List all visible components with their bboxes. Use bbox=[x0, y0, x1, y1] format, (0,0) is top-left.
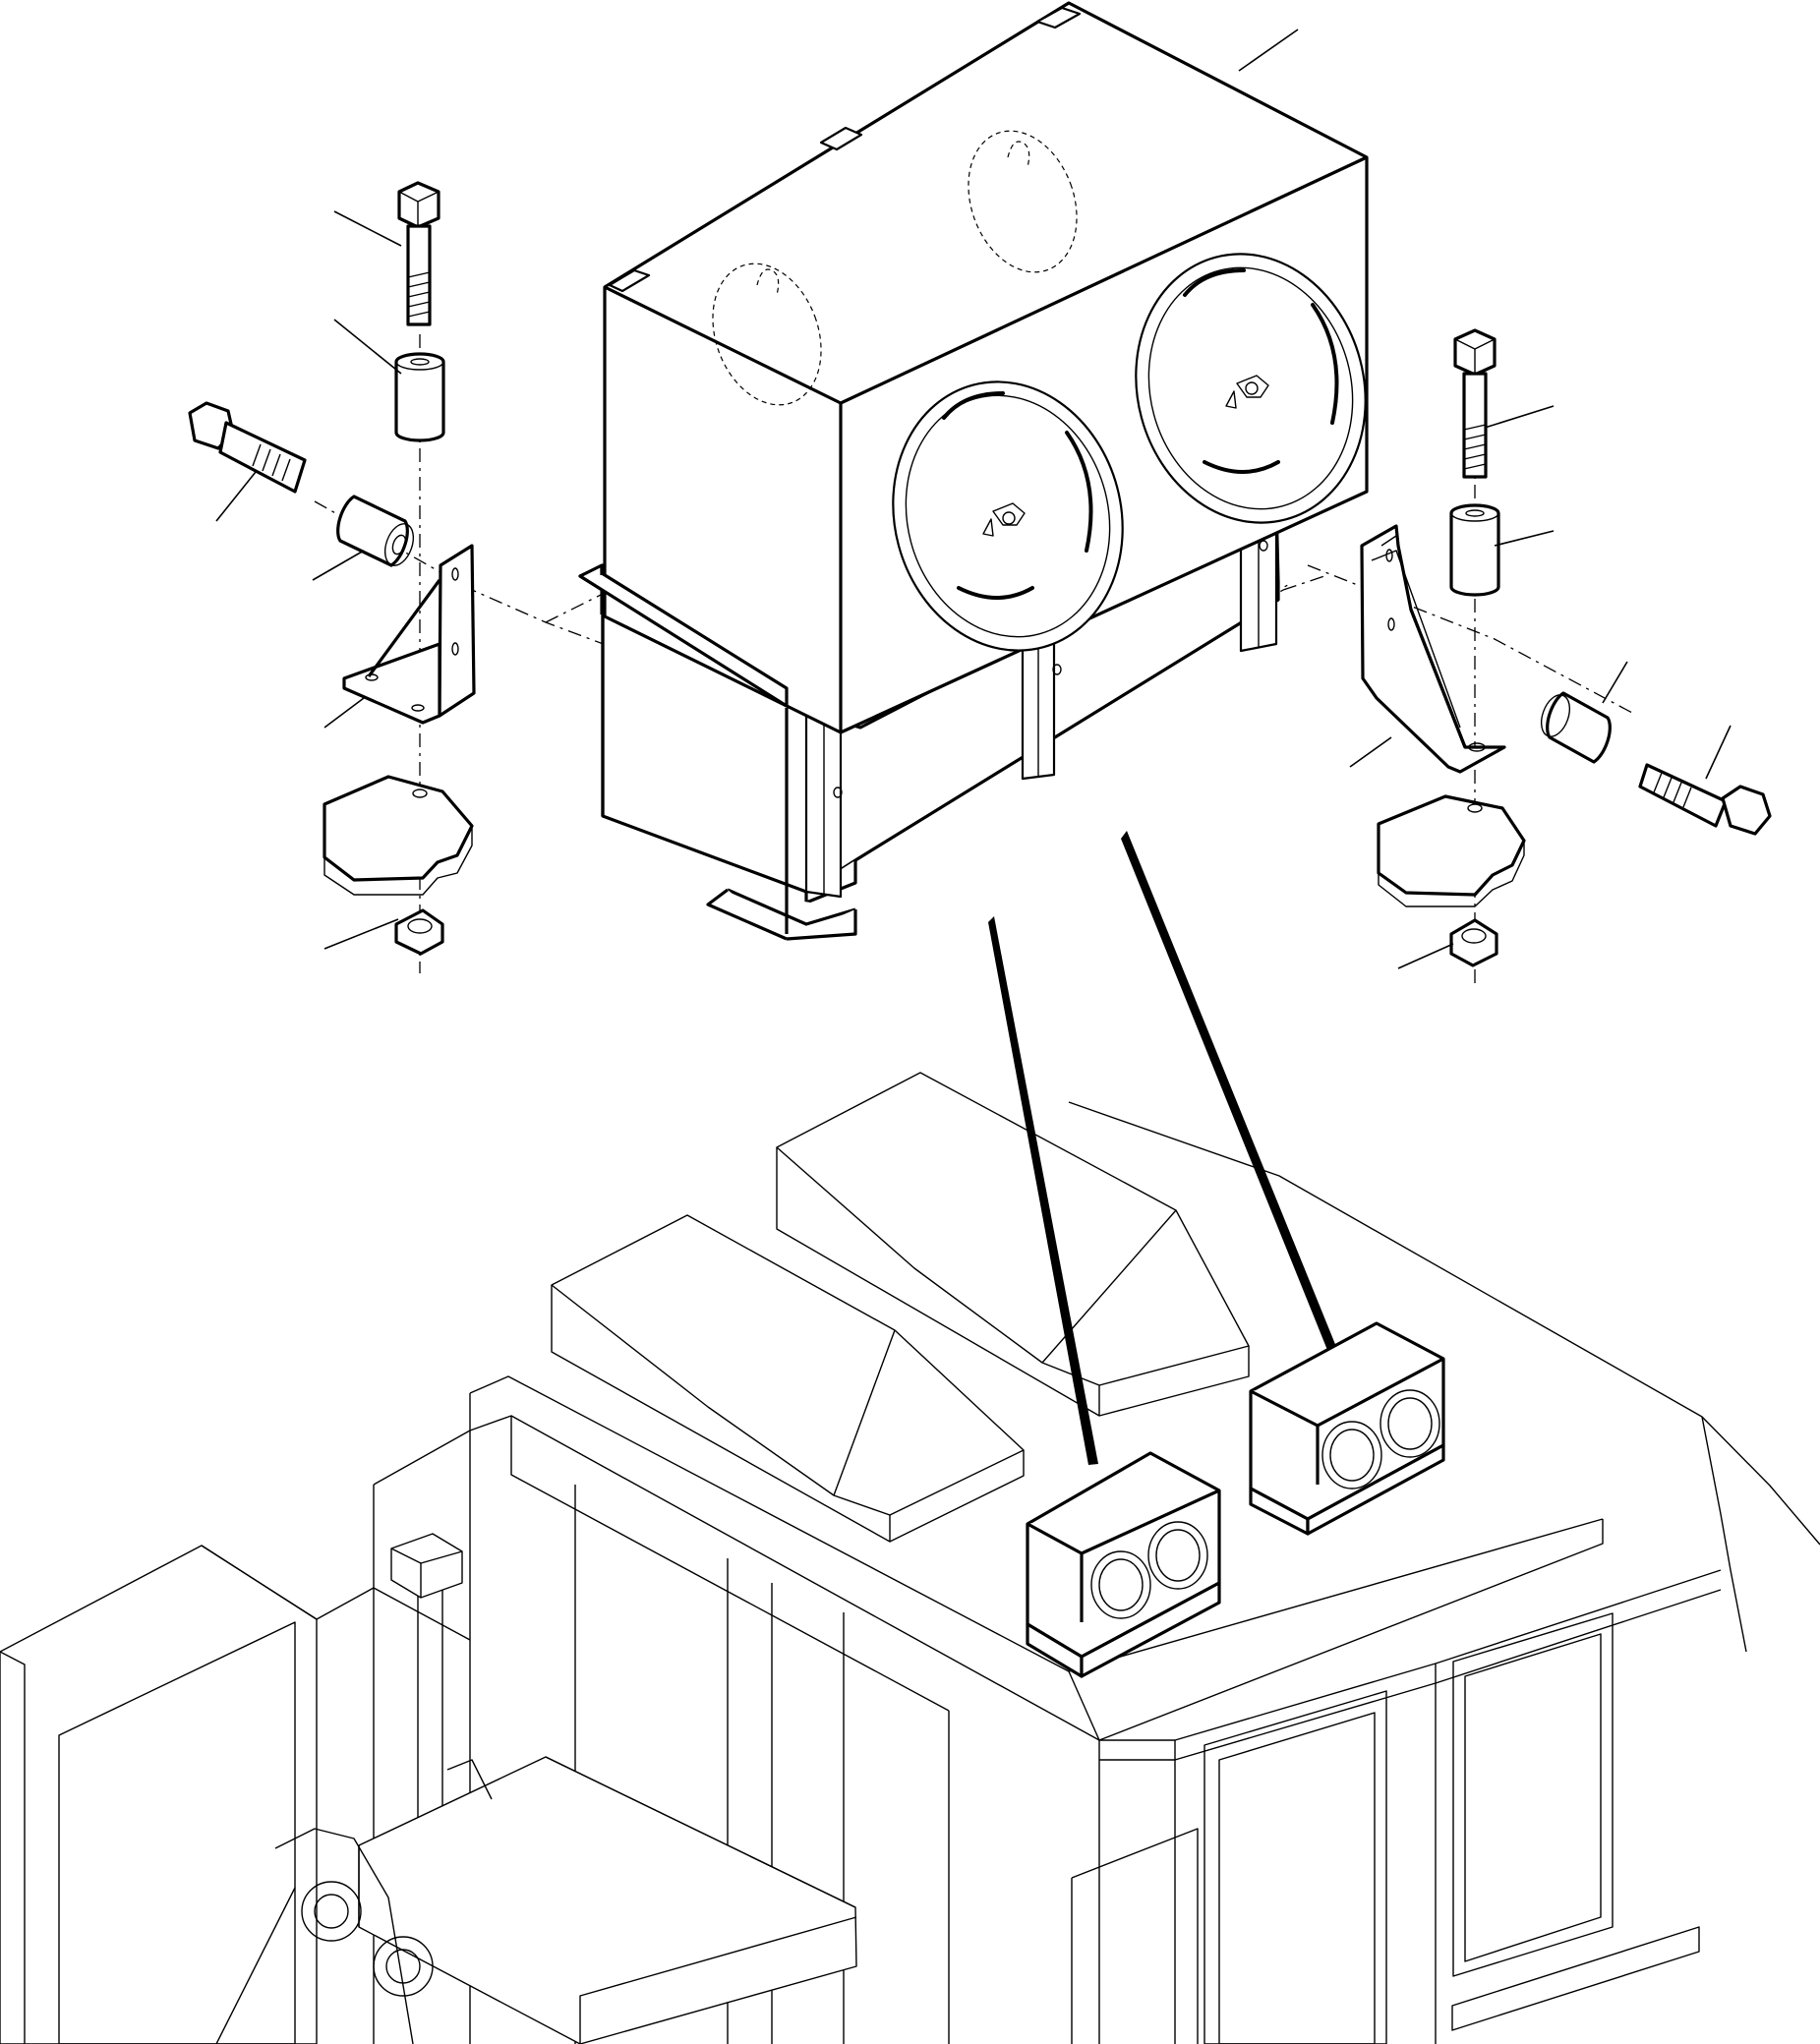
spacer-horizontal-right bbox=[1540, 691, 1612, 764]
bolt-vertical-right bbox=[1453, 328, 1497, 479]
mounting-bracket-right bbox=[1360, 524, 1506, 774]
rubber-pad-right bbox=[1377, 794, 1526, 907]
mounting-bracket-left bbox=[342, 544, 476, 725]
callout-leaders bbox=[215, 29, 1732, 969]
installed-unit-right bbox=[1249, 1321, 1445, 1536]
left-hardware bbox=[188, 181, 476, 956]
right-hardware bbox=[1360, 328, 1772, 967]
spacer-vertical-left bbox=[394, 352, 445, 442]
nut-left bbox=[394, 908, 444, 956]
louver-grille-left bbox=[1204, 1690, 1387, 2044]
machine-body bbox=[0, 1072, 1820, 2044]
bolt-horizontal-right bbox=[1638, 763, 1772, 836]
condenser-unit bbox=[578, 1, 1369, 941]
fan-left bbox=[892, 380, 1124, 652]
bolt-vertical-left bbox=[397, 181, 440, 326]
spacer-horizontal-left bbox=[336, 495, 415, 567]
nut-right bbox=[1449, 918, 1498, 967]
rubber-pad-left bbox=[323, 775, 474, 896]
louver-grille-right bbox=[1452, 1612, 1614, 1977]
fan-right bbox=[1135, 253, 1367, 524]
location-pointers bbox=[988, 831, 1343, 1465]
installed-unit-left bbox=[1026, 1451, 1221, 1678]
bolt-horizontal-left bbox=[188, 401, 307, 494]
spacer-vertical-right bbox=[1449, 503, 1500, 597]
